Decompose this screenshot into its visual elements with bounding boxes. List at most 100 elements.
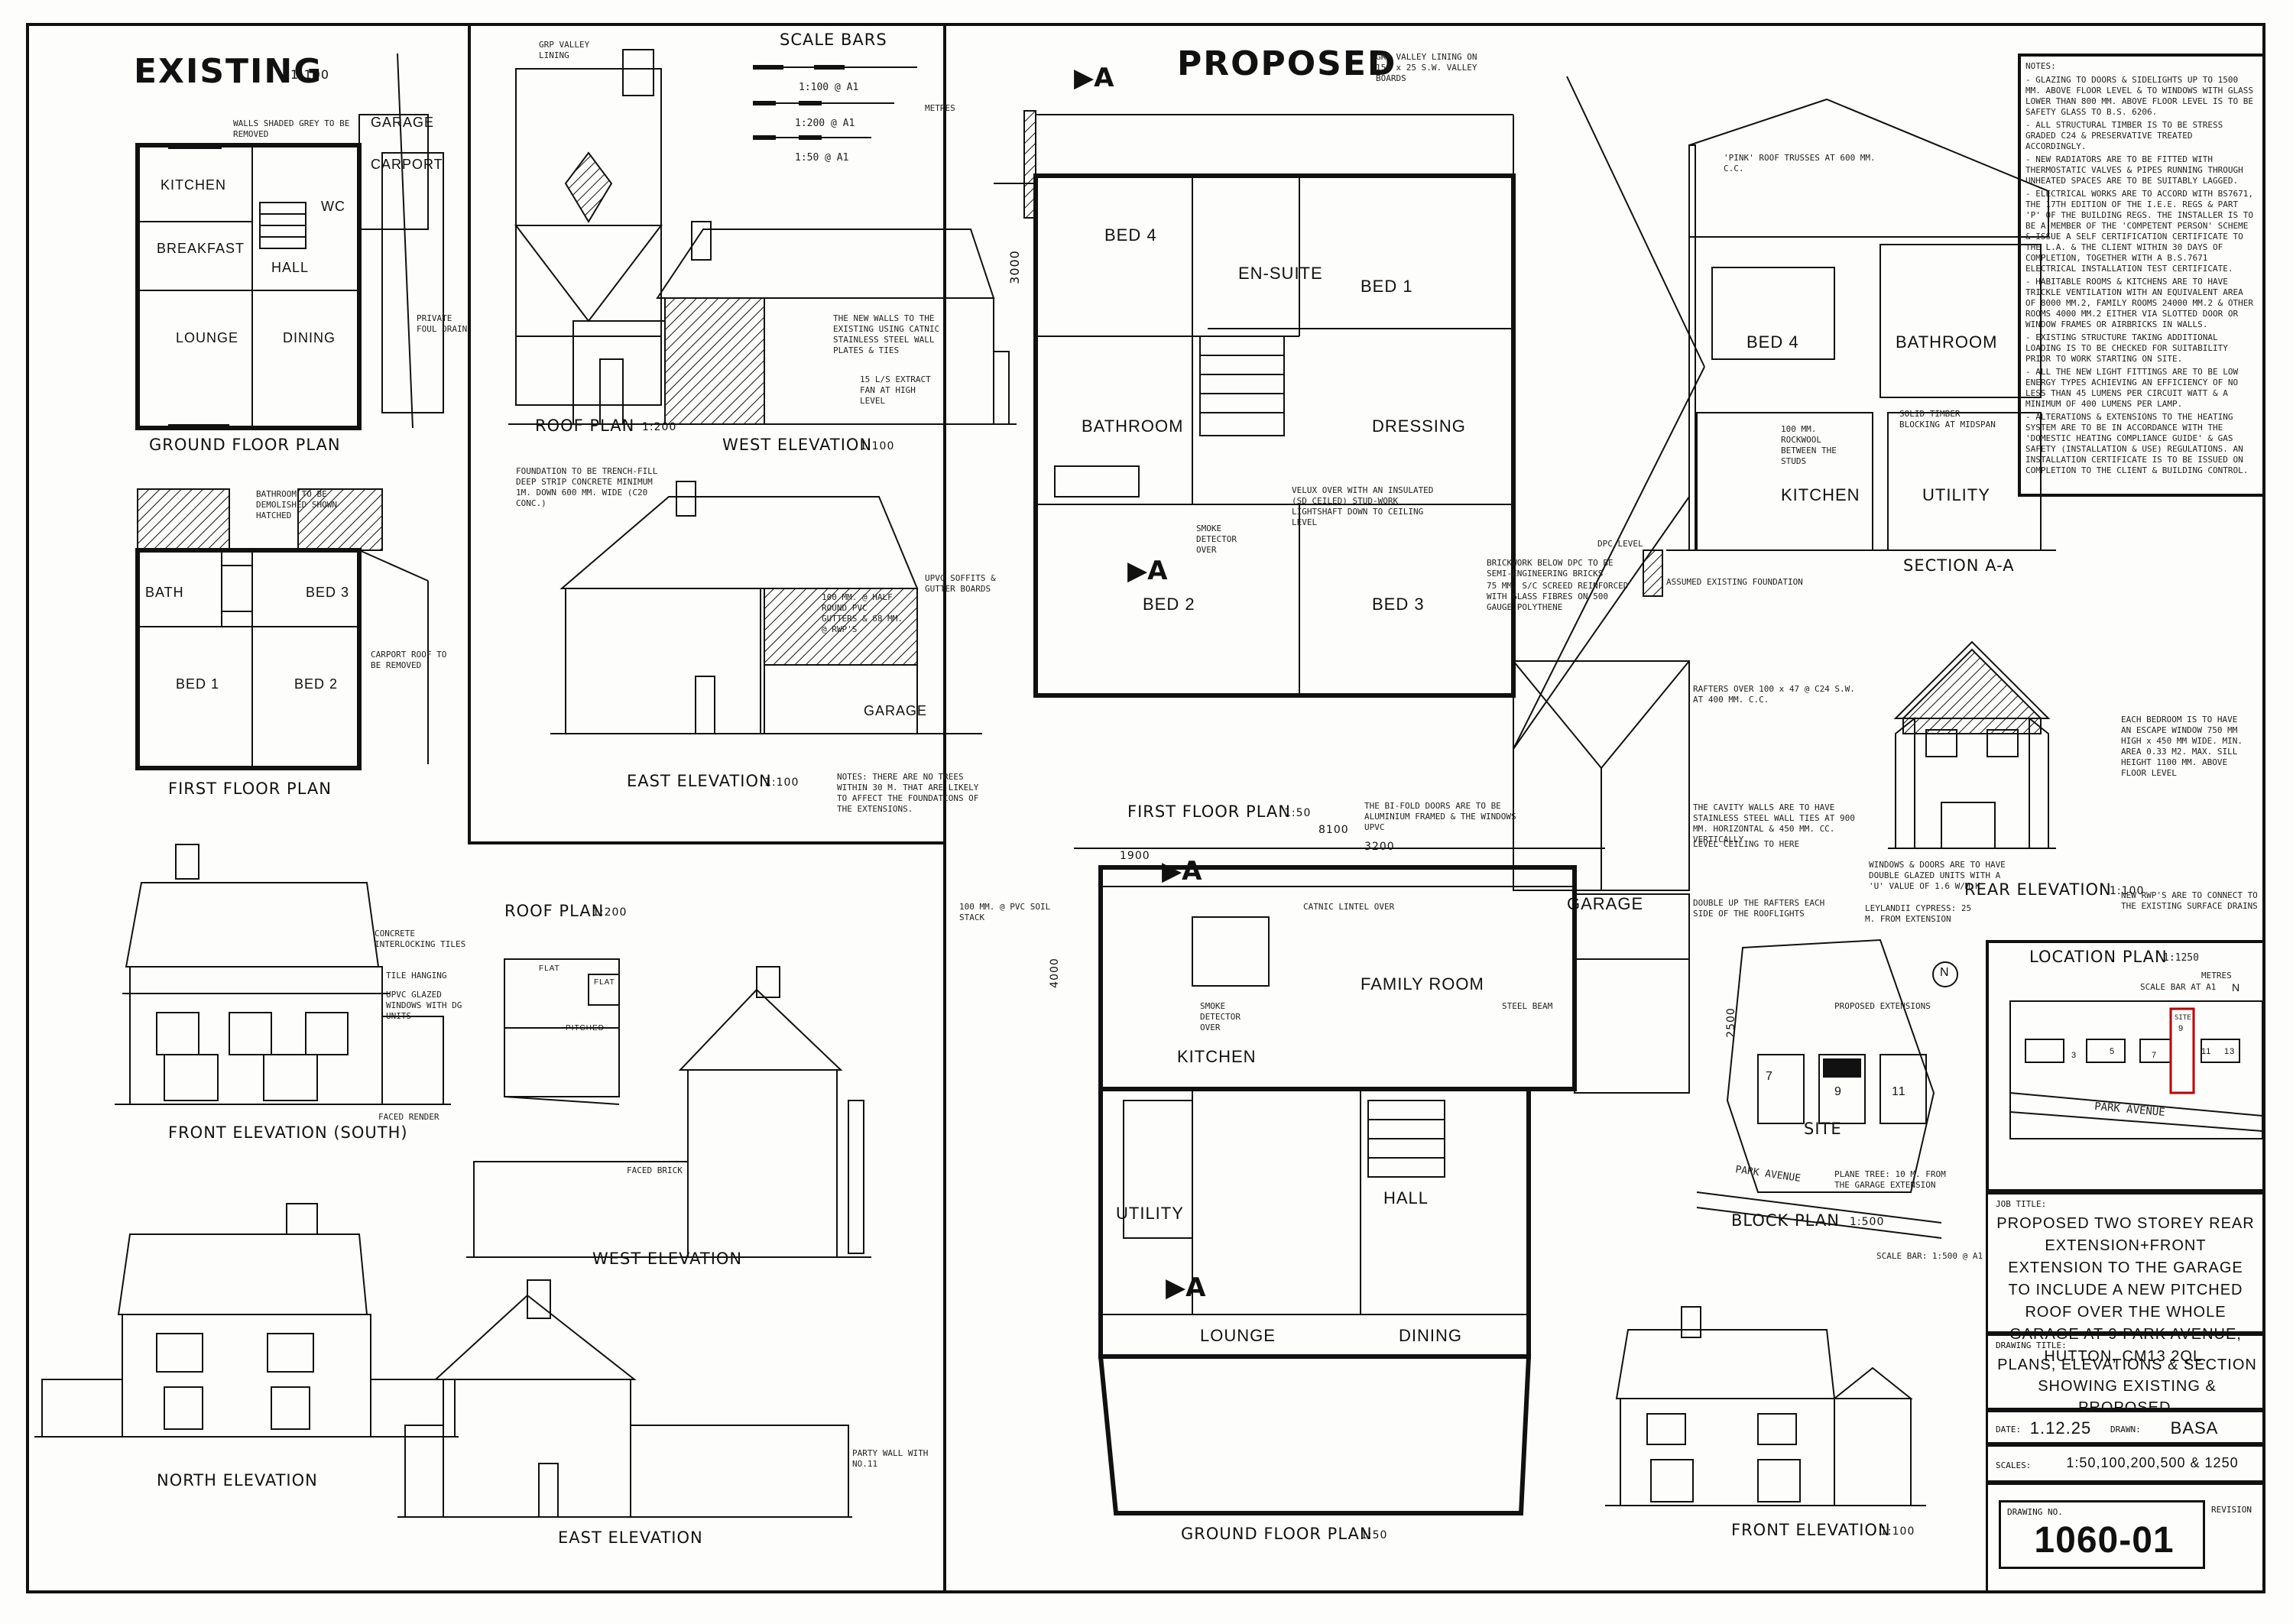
existing-roof-pitched: PITCHED <box>566 1024 605 1032</box>
block-scale-bar: SCALE BAR: 1:500 @ A1 <box>1876 1251 1983 1261</box>
location-plot-7: 7 <box>2152 1051 2158 1060</box>
proposed-room-garage-gf: GARAGE <box>1567 894 1644 913</box>
existing-roof-flat-1: FLAT <box>539 964 560 973</box>
proposed-note-rockwool: 100 MM. ROCKWOOL BETWEEN THE STUDS <box>1781 424 1837 466</box>
location-site-label: SITE <box>2175 1014 2191 1022</box>
general-note-item: - ELECTRICAL WORKS ARE TO ACCORD WITH BS… <box>2025 189 2254 274</box>
proposed-note-smoke-ff: SMOKE DETECTOR OVER <box>1196 524 1237 555</box>
existing-room-bed1: BED 1 <box>176 676 220 692</box>
proposed-east-elevation-label: EAST ELEVATION <box>627 772 772 790</box>
proposed-front-elevation <box>1605 1306 1926 1506</box>
existing-note-carport-removed: CARPORT ROOF TO BE REMOVED <box>371 650 447 670</box>
proposed-note-leyland: LEYLANDII CYPRESS: 25 M. FROM EXTENSION <box>1865 903 1972 924</box>
section-room-bathroom: BATHROOM <box>1896 332 1998 352</box>
drawing-title-label: DRAWING TITLE: <box>1996 1340 2067 1350</box>
scale-bar-50: 1:50 @ A1 <box>795 152 849 164</box>
location-plan-metres: METRES <box>2201 971 2232 981</box>
notes-panel-border <box>2018 53 2265 497</box>
proposed-dim-3000: 3000 <box>1007 250 1022 284</box>
block-plot-9: 9 <box>1834 1085 1842 1098</box>
drawing-number-box: DRAWING NO. 1060-01 <box>1999 1500 2205 1569</box>
section-marker-top: ▶A <box>1074 63 1114 93</box>
proposed-west-elevation-scale: 1:100 <box>860 440 895 452</box>
block-plan-scale: 1:500 <box>1850 1216 1885 1228</box>
scale-bar-200: 1:200 @ A1 <box>795 118 855 129</box>
section-a-a-label: SECTION A-A <box>1903 556 2015 575</box>
proposed-dim-2500: 2500 <box>1724 1007 1737 1038</box>
proposed-note-plane-tree: PLANE TREE: 10 M. FROM THE GARAGE EXTENS… <box>1834 1169 1946 1190</box>
drawing-number: 1060-01 <box>2034 1520 2175 1561</box>
proposed-east-elevation <box>550 481 982 734</box>
revision-label: REVISION <box>2211 1505 2252 1515</box>
scales-label: SCALES: <box>1996 1460 2032 1470</box>
proposed-note-brickwork: BRICKWORK BELOW DPC TO BE SEMI-ENGINEERI… <box>1487 558 1614 579</box>
block-plan <box>1696 938 1958 1239</box>
general-notes-list: - GLAZING TO DOORS & SIDELIGHTS UP TO 15… <box>2025 75 2258 478</box>
drawing-no-label: DRAWING NO. <box>2007 1507 2063 1517</box>
section-a-a <box>1643 98 2056 597</box>
proposed-note-soil-pipe: 100 MM. @ PVC SOIL STACK <box>959 902 1051 922</box>
title-block-scales: SCALES: 1:50,100,200,500 & 1250 <box>1986 1444 2265 1483</box>
scale-bar-metres: METRES <box>925 103 955 113</box>
proposed-note-upvc-soffit: UPVC SOFFITS & GUTTER BOARDS <box>925 573 996 594</box>
proposed-room-utility: UTILITY <box>1116 1204 1184 1223</box>
existing-roof-plan-scale: 1:200 <box>592 906 628 919</box>
existing-ground-floor-plan-label: GROUND FLOOR PLAN <box>149 436 341 454</box>
proposed-room-bed3: BED 3 <box>1372 595 1425 614</box>
proposed-ground-floor-scale: 1:50 <box>1361 1529 1388 1541</box>
existing-scale: 1:100 <box>290 67 330 82</box>
existing-note-party-wall: PARTY WALL WITH NO.11 <box>852 1448 929 1469</box>
existing-note-faced-render: FACED RENDER <box>378 1112 439 1122</box>
existing-room-breakfast: BREAKFAST <box>157 241 245 256</box>
location-plot-13: 13 <box>2224 1047 2236 1056</box>
section-marker-gf-top: ▶A <box>1162 856 1202 887</box>
proposed-note-bifold: THE BI-FOLD DOORS ARE TO BE ALUMINIUM FR… <box>1364 801 1516 832</box>
existing-note-foul-drain: PRIVATE FOUL DRAIN <box>417 313 468 334</box>
proposed-note-screed: 75 MM. S/C SCREED REINFORCED WITH GLASS … <box>1487 581 1629 612</box>
existing-roof-plan <box>504 958 620 1105</box>
proposed-note-solid-timber: SOLID TIMBER BLOCKING AT MIDSPAN <box>1899 409 1996 430</box>
proposed-front-elevation-label: FRONT ELEVATION <box>1731 1521 1891 1539</box>
proposed-note-cavity: THE CAVITY WALLS ARE TO HAVE STAINLESS S… <box>1693 802 1855 844</box>
proposed-ground-floor-plan <box>1074 848 1690 1515</box>
proposed-note-gutters: 100 MM. @ HALF ROUND PVC GUTTERS & 68 MM… <box>822 592 903 634</box>
proposed-dim-8100: 8100 <box>1318 824 1349 836</box>
block-site-label: SITE <box>1804 1120 1842 1138</box>
existing-note-bathroom-removed: BATHROOM TO BE DEMOLISHED SHOWN HATCHED <box>256 489 337 520</box>
proposed-note-escape-window: EACH BEDROOM IS TO HAVE AN ESCAPE WINDOW… <box>2121 715 2243 778</box>
existing-west-elevation <box>466 966 871 1258</box>
location-plot-11: 11 <box>2201 1047 2212 1056</box>
scale-bars <box>753 65 917 140</box>
proposed-note-foundation: FOUNDATION TO BE TRENCH-FILL DEEP STRIP … <box>516 466 658 508</box>
proposed-note-extract-fan: 15 L/S EXTRACT FAN AT HIGH LEVEL <box>860 374 931 406</box>
general-note-item: - GLAZING TO DOORS & SIDELIGHTS UP TO 15… <box>2025 75 2254 117</box>
proposed-dim-1900: 1900 <box>1120 850 1150 862</box>
proposed-note-no-trees: NOTES: THERE ARE NO TREES WITHIN 30 M. T… <box>837 772 979 814</box>
proposed-note-rafters: RAFTERS OVER 100 x 47 @ C24 S.W. AT 400 … <box>1693 684 1855 705</box>
existing-room-garage: GARAGE <box>371 115 435 130</box>
section-room-kitchen: KITCHEN <box>1781 485 1860 504</box>
location-plot-9: 9 <box>2178 1024 2184 1033</box>
general-note-item: - HABITABLE ROOMS & KITCHENS ARE TO HAVE… <box>2025 277 2254 329</box>
proposed-first-floor-label: FIRST FLOOR PLAN <box>1127 802 1291 821</box>
existing-note-walls-removed: WALLS SHADED GREY TO BE REMOVED <box>233 118 350 139</box>
title-block-date: DATE: 1.12.25 DRAWN: BASA <box>1986 1410 2265 1444</box>
proposed-room-bathroom-ff: BATHROOM <box>1082 417 1184 436</box>
proposed-first-floor-scale: 1:50 <box>1284 807 1312 819</box>
title-block-job: JOB TITLE: PROPOSED TWO STOREY REAR EXTE… <box>1986 1192 2265 1365</box>
date-value: 1.12.25 <box>2029 1418 2092 1438</box>
proposed-east-elevation-garage: GARAGE <box>864 703 928 718</box>
existing-east-elevation <box>397 1279 852 1518</box>
proposed-roof-plan-scale: 1:200 <box>642 421 677 433</box>
existing-roof-plan-label: ROOF PLAN <box>504 902 605 920</box>
existing-title: EXISTING <box>134 52 323 91</box>
title-block-number: DRAWING NO. 1060-01 REVISION <box>1986 1483 2265 1593</box>
proposed-note-drains: NEW RWP'S ARE TO CONNECT TO THE EXISTING… <box>2121 890 2258 911</box>
existing-room-bed3: BED 3 <box>306 585 350 600</box>
proposed-elevation-panel-border <box>468 23 946 844</box>
proposed-title: PROPOSED <box>1177 44 1397 83</box>
section-marker-mid: ▶A <box>1127 556 1168 586</box>
date-label: DATE: <box>1996 1425 2022 1434</box>
location-plan-scale-bar: SCALE BAR AT A1 <box>2140 982 2217 992</box>
